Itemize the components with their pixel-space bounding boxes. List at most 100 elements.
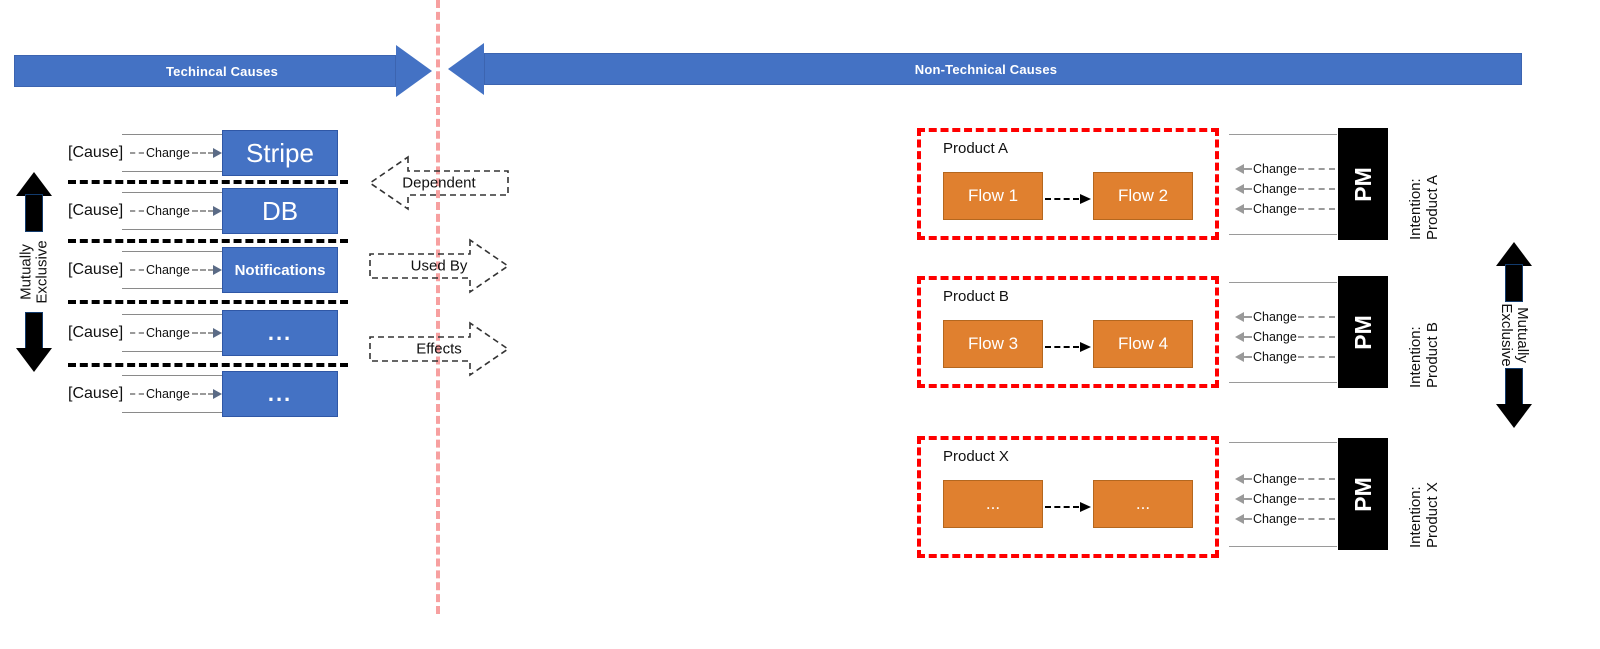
exclusive-separator <box>68 180 348 184</box>
pm-lane-line-top <box>1229 282 1337 283</box>
product-boundary <box>917 276 1219 388</box>
pm-lane-line-bottom <box>1229 546 1337 547</box>
mutually-exclusive-right-label: Mutually Exclusive <box>1498 303 1531 367</box>
pm-lane-line-top <box>1229 442 1337 443</box>
system-box-notifications[interactable]: Notifications <box>222 247 338 293</box>
intention-line1: Intention: <box>1407 326 1424 388</box>
lane-line-top <box>122 251 276 252</box>
intention-label: Intention: Product B <box>1407 322 1473 423</box>
intention-line2: Product X <box>1424 482 1442 548</box>
me-right-line1: Mutually <box>1513 307 1531 363</box>
product-group-b: Product B Flow 3 Flow 4 Change Change Ch… <box>917 276 1441 396</box>
change-label: Change <box>1253 492 1297 506</box>
flow-connector-arrow <box>1045 194 1091 204</box>
arrow-right-icon <box>396 45 432 97</box>
product-title: Product X <box>943 448 1009 465</box>
cause-label: [Cause] <box>68 202 124 219</box>
flow-box[interactable]: Flow 3 <box>943 320 1043 368</box>
change-label: Change <box>1253 202 1297 216</box>
arrow-right-icon <box>213 328 222 338</box>
cause-label: [Cause] <box>68 324 124 341</box>
arrow-left-icon <box>1235 514 1244 524</box>
change-label: Change <box>1253 512 1297 526</box>
flow-box[interactable]: Flow 2 <box>1093 172 1193 220</box>
lane-line-bottom <box>122 229 276 230</box>
system-box-db[interactable]: DB <box>222 188 338 234</box>
banner-shaft <box>484 53 1522 85</box>
center-divider-line <box>436 0 440 614</box>
intention-line1: Intention: <box>1407 178 1424 240</box>
change-arrow: Change <box>1235 512 1335 526</box>
change-connector: Change <box>130 145 222 161</box>
exclusive-separator <box>68 239 348 243</box>
arrow-right-icon <box>1080 502 1091 512</box>
cause-row: [Cause] Change Notifications <box>68 247 338 293</box>
change-arrow: Change <box>1235 310 1335 324</box>
exclusive-separator <box>68 363 348 367</box>
arrow-up-icon <box>1496 242 1532 302</box>
lane-line-bottom <box>122 412 276 413</box>
change-arrow: Change <box>1235 472 1335 486</box>
pm-label: PM <box>1349 476 1376 512</box>
change-label: Change <box>146 146 190 160</box>
arrow-left-icon <box>1235 352 1244 362</box>
pm-lane-line-bottom <box>1229 234 1337 235</box>
arrow-left-icon <box>1235 164 1244 174</box>
me-left-line1: Mutually <box>17 244 35 300</box>
change-label: Change <box>146 263 190 277</box>
change-arrow: Change <box>1235 182 1335 196</box>
flow-box[interactable]: ... <box>943 480 1043 528</box>
pm-box[interactable]: PM <box>1338 276 1388 388</box>
cause-label: [Cause] <box>68 144 124 161</box>
pm-label: PM <box>1349 314 1376 350</box>
flow-box[interactable]: Flow 4 <box>1093 320 1193 368</box>
lane-line-top <box>122 375 276 376</box>
change-label: Change <box>146 387 190 401</box>
product-group-x: Product X ... ... Change Change Change P… <box>917 436 1441 558</box>
change-arrow: Change <box>1235 202 1335 216</box>
arrow-right-icon <box>1080 342 1091 352</box>
lane-line-bottom <box>122 351 276 352</box>
pm-box[interactable]: PM <box>1338 438 1388 550</box>
lane-line-bottom <box>122 171 276 172</box>
intention-line1: Intention: <box>1407 486 1424 548</box>
cause-row: [Cause] Change ... <box>68 371 338 417</box>
product-boundary <box>917 436 1219 558</box>
relation-arrow-effects: Effects <box>368 321 510 377</box>
flow-box[interactable]: Flow 1 <box>943 172 1043 220</box>
pm-lane-line-top <box>1229 134 1337 135</box>
arrow-right-icon <box>213 148 222 158</box>
lane-line-top <box>122 314 276 315</box>
intention-label: Intention: Product A <box>1407 175 1472 275</box>
lane-line-top <box>122 134 276 135</box>
nontechnical-causes-banner: Non-Technical Causes <box>448 43 1522 95</box>
change-arrow: Change <box>1235 330 1335 344</box>
mutually-exclusive-left-label: Mutually Exclusive <box>17 240 50 303</box>
pm-box[interactable]: PM <box>1338 128 1388 240</box>
banner-shaft <box>14 55 396 87</box>
arrow-right-icon <box>213 265 222 275</box>
technical-causes-label: Techincal Causes <box>165 63 279 79</box>
system-box-stripe[interactable]: Stripe <box>222 130 338 176</box>
arrow-down-icon <box>1496 368 1532 428</box>
intention-line2: Product A <box>1424 174 1442 240</box>
arrow-left-icon <box>1235 494 1244 504</box>
system-box-more[interactable]: ... <box>222 310 338 356</box>
change-connector: Change <box>130 203 222 219</box>
me-right-line2: Exclusive <box>1498 303 1515 367</box>
product-title: Product A <box>943 140 1009 157</box>
change-connector: Change <box>130 262 222 278</box>
lane-line-top <box>122 192 276 193</box>
change-label: Change <box>1253 162 1297 176</box>
nontechnical-causes-label: Non-Technical Causes <box>914 61 1058 77</box>
cause-label: [Cause] <box>68 385 124 402</box>
product-group-a: Product A Flow 1 Flow 2 Change Change Ch… <box>917 128 1441 248</box>
system-box-more[interactable]: ... <box>222 371 338 417</box>
change-connector: Change <box>130 386 222 402</box>
change-label: Change <box>1253 182 1297 196</box>
arrow-right-icon <box>1080 194 1091 204</box>
arrow-left-icon <box>1235 184 1244 194</box>
flow-box[interactable]: ... <box>1093 480 1193 528</box>
arrow-left-icon <box>1235 312 1244 322</box>
relation-arrow-dependent: Dependent <box>368 155 510 211</box>
